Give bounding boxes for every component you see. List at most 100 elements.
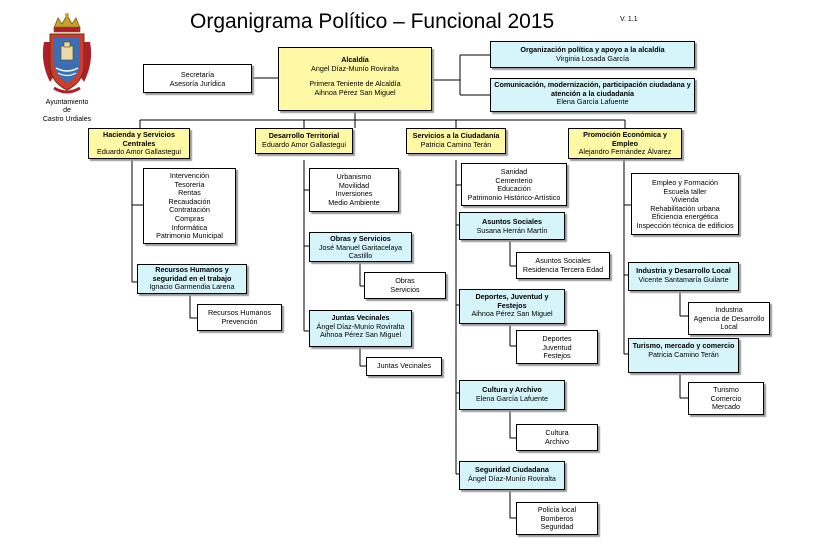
function-item: Recaudación xyxy=(168,196,211,206)
version-label: V. 1.1 xyxy=(620,16,638,23)
unit-person: José Manuel Garitacelaya Castillo xyxy=(318,242,403,261)
unit-person: Aihnoa Pérez San Miguel xyxy=(471,309,553,319)
deportes-box: Deportes, Juventud y Festejos Aihnoa Pér… xyxy=(459,289,565,324)
servicios-functions-box: Sanidad Cementerio Educación Patrimonio … xyxy=(461,163,567,206)
function-item: Cultura xyxy=(545,428,569,437)
function-item: Cementerio xyxy=(495,175,533,185)
area-title: Promoción Económica y Empleo xyxy=(583,130,667,148)
comunicacion-title: Comunicación, modernización, participaci… xyxy=(494,80,691,98)
chart-title: Organigrama Político – Funcional 2015 xyxy=(190,10,555,33)
function-item: Contratación xyxy=(169,205,210,215)
promocion-functions-box: Empleo y Formación Escuela taller Vivien… xyxy=(631,173,739,235)
hacienda-functions-box: Intervención Tesorería Rentas Recaudació… xyxy=(143,168,236,244)
function-item: Agencia de Desarrollo xyxy=(693,313,765,323)
function-item: Juntas Vecinales xyxy=(377,361,431,370)
turismo-functions-box: Turismo Comercio Mercado xyxy=(688,382,764,415)
desarrollo-functions-box: Urbanismo Movilidad Inversiones Medio Am… xyxy=(309,168,399,212)
function-item: Eficiencia energética xyxy=(651,212,719,222)
crest-caption: Ayuntamiento de Castro Urdiales xyxy=(38,99,96,124)
coat-of-arms-icon xyxy=(42,13,92,94)
secretaria-box: Secretaría Asesoría Jurídica xyxy=(143,64,252,93)
alcaldia-title: Alcaldía xyxy=(341,55,369,64)
area-hacienda-box: Hacienda y Servicios Centrales Eduardo A… xyxy=(88,128,190,159)
rrhh-box: Recursos Humanos y seguridad en el traba… xyxy=(137,264,247,294)
function-item: Industria xyxy=(715,305,743,314)
function-item: Obras xyxy=(395,276,415,285)
rrhh-functions-box: Recursos Humanos Prevención xyxy=(197,304,282,331)
function-item: Urbanismo xyxy=(336,172,372,181)
industria-functions-box: Industria Agencia de Desarrollo Local xyxy=(688,302,770,335)
alcaldia-sub-title: Primera Teniente de Alcaldía xyxy=(309,79,401,89)
function-item: Medio Ambiente xyxy=(328,197,380,207)
function-item: Juventud xyxy=(542,342,572,352)
unit-person: Elena García Lafuente xyxy=(476,393,548,403)
organizacion-person: Virginia Losada García xyxy=(556,53,629,63)
sociales-functions-box: Asuntos Sociales Residencia Tercera Edad xyxy=(516,252,610,279)
function-item: Sanidad xyxy=(500,167,528,176)
seguridad-functions-box: Policía local Bomberos Seguridad xyxy=(516,502,598,535)
cultura-box: Cultura y Archivo Elena García Lafuente xyxy=(459,380,565,410)
area-desarrollo-box: Desarrollo Territorial Eduardo Amor Gall… xyxy=(255,128,353,154)
unit-title: Seguridad Ciudadana xyxy=(475,465,549,474)
function-item: Local xyxy=(720,322,738,332)
obras-box: Obras y Servicios José Manuel Garitacela… xyxy=(309,232,412,262)
unit-person: Ignacio Garmendia Larena xyxy=(149,282,235,292)
function-item: Educación xyxy=(497,184,531,194)
function-item: Movilidad xyxy=(338,180,370,190)
comunicacion-box: Comunicación, modernización, participaci… xyxy=(490,78,695,112)
function-item: Policía local xyxy=(537,505,577,514)
function-item: Deportes xyxy=(542,334,572,343)
unit-person: Ángel Díaz-Munío Roviralta xyxy=(468,473,556,483)
organizacion-title: Organización política y apoyo a la alcal… xyxy=(520,45,665,54)
crest-caption-line: Ayuntamiento xyxy=(45,99,89,106)
function-item: Inspección técnica de edificios xyxy=(636,220,734,230)
alcaldia-person: Angel Díaz-Munío Roviralta xyxy=(311,63,399,73)
area-servicios-box: Servicios a la Ciudadanía Patricia Camin… xyxy=(406,128,506,154)
function-item: Informática xyxy=(171,222,208,232)
function-item: Intervención xyxy=(169,171,210,180)
area-title: Hacienda y Servicios Centrales xyxy=(103,130,175,148)
unit-person: Ángel Díaz-Munío Roviralta xyxy=(316,321,405,331)
juntas-box: Juntas Vecinales Ángel Díaz-Munío Rovira… xyxy=(309,310,412,347)
unit-title: Juntas Vecinales xyxy=(331,313,390,322)
secretaria-item: Asesoría Jurídica xyxy=(169,78,226,88)
turismo-box: Turismo, mercado y comercio Patricia Cam… xyxy=(628,338,739,373)
area-person: Eduardo Amor Gallastegui xyxy=(262,139,346,149)
function-item: Asuntos Sociales xyxy=(535,256,591,265)
function-item: Patrimonio Municipal xyxy=(156,231,223,241)
function-item: Empleo y Formación xyxy=(652,178,718,187)
function-item: Inversiones xyxy=(335,189,373,199)
unit-title: Industria y Desarrollo Local xyxy=(636,266,731,275)
function-item: Prevención xyxy=(221,316,258,326)
unit-title: Asuntos Sociales xyxy=(482,217,542,226)
function-item: Escuela taller xyxy=(663,186,707,196)
function-item: Residencia Tercera Edad xyxy=(522,264,604,274)
unit-title: Deportes, Juventud y Festejos xyxy=(475,292,549,310)
function-item: Bomberos xyxy=(540,513,574,523)
secretaria-item: Secretaría xyxy=(180,70,215,79)
alcaldia-box: Alcaldía Angel Díaz-Munío Roviralta Prim… xyxy=(278,47,432,111)
crest-caption-line: Castro Urdiales xyxy=(42,115,92,123)
area-person: Eduardo Amor Gallastegui xyxy=(97,147,181,157)
organizacion-box: Organización política y apoyo a la alcal… xyxy=(490,41,695,68)
function-item: Patrimonio Histórico-Artístico xyxy=(467,192,561,202)
function-item: Mercado xyxy=(712,402,740,412)
function-item: Servicios xyxy=(390,284,420,294)
area-title: Desarrollo Territorial xyxy=(268,131,340,140)
function-item: Rehabilitación urbana xyxy=(650,203,720,213)
alcaldia-sub-person: Aihnoa Pérez San Miguel xyxy=(314,87,396,97)
area-promocion-box: Promoción Económica y Empleo Alejandro F… xyxy=(568,128,682,159)
obras-functions-box: Obras Servicios xyxy=(364,272,446,299)
unit-person: Vicente Santamaría Guilarte xyxy=(638,274,729,284)
crest-caption-line: de xyxy=(63,107,71,115)
function-item: Archivo xyxy=(545,436,569,446)
cultura-functions-box: Cultura Archivo xyxy=(516,424,598,451)
area-person: Patricia Camino Terán xyxy=(420,139,492,149)
deportes-functions-box: Deportes Juventud Festejos xyxy=(516,330,598,364)
function-item: Recursos Humanos xyxy=(207,308,272,317)
function-item: Festejos xyxy=(543,351,571,361)
seguridad-box: Seguridad Ciudadana Ángel Díaz-Munío Rov… xyxy=(459,461,565,490)
function-item: Vivienda xyxy=(671,195,699,205)
unit-person: Susana Herrán Martín xyxy=(476,225,548,235)
